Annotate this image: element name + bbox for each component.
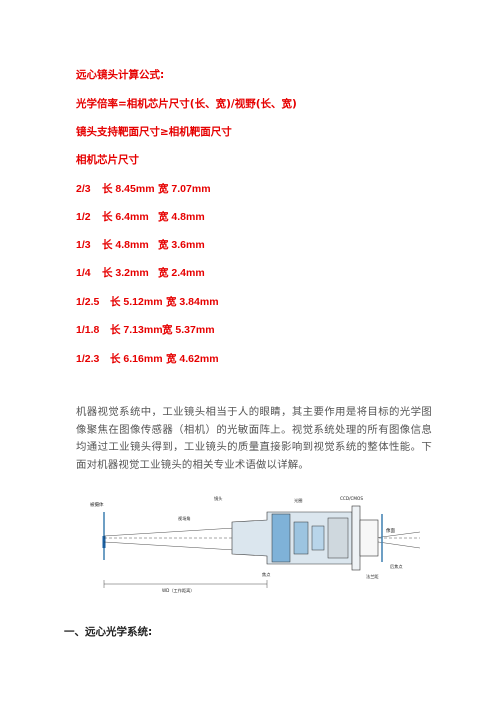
sensor-format: 1/2.3 bbox=[76, 353, 100, 365]
fov-label: 视场角 bbox=[178, 515, 191, 522]
sensor-label: CCD/CMOS bbox=[340, 496, 363, 501]
focus-label: 焦点 bbox=[262, 571, 270, 578]
front-lens-group bbox=[271, 513, 291, 563]
sensor-format: 1/3 bbox=[76, 239, 91, 251]
intro-paragraph: 机器视觉系统中，工业镜头相当于人的眼睛，其主要作用是将目标的光学图像聚焦在图像传… bbox=[76, 406, 432, 471]
sensor-length: 长 5.12mm bbox=[110, 296, 163, 308]
sensor-format: 1/1.8 bbox=[76, 324, 100, 336]
sensor-length: 长 4.8mm bbox=[102, 239, 149, 251]
formula-title: 远心镜头计算公式: bbox=[76, 69, 165, 81]
lens-label: 镜头 bbox=[214, 495, 222, 502]
sensor-width: 宽 2.4mm bbox=[158, 267, 205, 279]
sensor-width: 宽 5.37mm bbox=[162, 324, 215, 336]
magnification-formula: 光学倍率=相机芯片尺寸(长、宽)/视野(长、宽) bbox=[76, 98, 297, 110]
section-heading: 一、远心光学系统: bbox=[64, 626, 153, 638]
telecentric-lens-diagram: 被摄体 像面 镜头 光圈 CCD/CMOS 视场角 焦点 法兰距 后焦点 WD（… bbox=[90, 495, 421, 594]
sensor-format: 1/2 bbox=[76, 211, 91, 223]
sensor-width: 宽 3.6mm bbox=[158, 239, 205, 251]
camera-body bbox=[359, 519, 379, 557]
sensor-length: 长 6.4mm bbox=[102, 211, 149, 223]
rear-lens-group bbox=[311, 525, 325, 551]
object-label: 被摄体 bbox=[90, 501, 104, 508]
image-label: 像面 bbox=[386, 527, 395, 534]
sensor-length: 长 3.2mm bbox=[102, 267, 149, 279]
sensor-width: 宽 3.84mm bbox=[166, 296, 219, 308]
sensor-format: 2/3 bbox=[76, 183, 91, 195]
flange-label: 法兰距 bbox=[366, 573, 379, 580]
target-size-rule: 镜头支持靶面尺寸≥相机靶面尺寸 bbox=[76, 126, 232, 138]
mount-flange bbox=[351, 505, 361, 571]
sensor-format: 1/4 bbox=[76, 267, 91, 279]
back-focus-label: 后焦点 bbox=[390, 563, 403, 570]
sensor-width: 宽 4.8mm bbox=[158, 211, 205, 223]
sensor-length: 长 6.16mm bbox=[110, 353, 163, 365]
sensor-length: 长 8.45mm bbox=[102, 183, 155, 195]
sensor-length: 长 7.13mm bbox=[110, 324, 163, 336]
wd-label: WD（工作距离） bbox=[162, 587, 195, 594]
iris-ring bbox=[327, 517, 349, 559]
sensor-format: 1/2.5 bbox=[76, 296, 100, 308]
sensor-width: 宽 7.07mm bbox=[158, 183, 211, 195]
middle-lens-group bbox=[293, 521, 309, 555]
sensor-width: 宽 4.62mm bbox=[166, 353, 219, 365]
chip-size-heading: 相机芯片尺寸 bbox=[76, 154, 139, 166]
aperture-label: 光圈 bbox=[294, 497, 302, 504]
